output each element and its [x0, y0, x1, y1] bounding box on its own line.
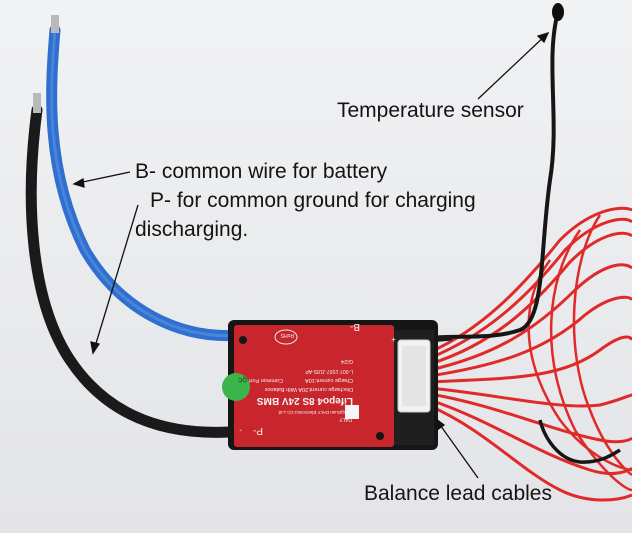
b-minus-label: B- common wire for battery	[135, 160, 388, 183]
rohs-logo	[274, 329, 298, 345]
balance-lead-label: Balance lead cables	[364, 482, 552, 505]
board-title: Lifepo4 8S 24V BMS	[257, 395, 353, 406]
board-print: B- P- DALY DongGuan DALY Electronics Co.…	[237, 321, 396, 436]
board-maker: DongGuan DALY Electronics Co.,Ltd	[278, 410, 352, 415]
board-b-minus: B-	[350, 321, 360, 332]
board-model: L-007-1S07-J18S-AP	[305, 368, 353, 374]
p-minus-black-wire	[25, 104, 236, 438]
b-minus-terminal	[51, 15, 59, 33]
arrow-balance	[437, 421, 479, 479]
board-qc: QC	[237, 376, 247, 382]
board-port: Common Port	[249, 377, 283, 383]
arrow-balance-head	[435, 417, 446, 432]
arrow-temperature-head	[536, 31, 550, 44]
arrow-b-minus	[77, 171, 131, 184]
temperature-sensor-label: Temperature sensor	[337, 99, 524, 122]
board-rohs: RoHS	[280, 332, 294, 338]
arrow-temperature	[477, 32, 549, 100]
sensor-return-wire	[538, 419, 621, 464]
board-code: GI24	[341, 358, 353, 364]
p-minus-label-line2: discharging.	[135, 218, 249, 241]
brand-logo	[345, 405, 359, 419]
board-p-minus: P-	[253, 425, 263, 436]
arrow-p-minus	[93, 204, 139, 351]
arrow-b-minus-head	[72, 177, 85, 188]
annotation-arrows	[72, 31, 550, 479]
board-minus: -	[239, 426, 242, 435]
board-discharge: Discharge current:20A With Balance	[265, 386, 353, 392]
board-brand: DALY	[339, 416, 352, 422]
p-minus-label-line1: P- for common ground for charging	[150, 189, 476, 212]
qc-sticker	[222, 373, 250, 401]
board-charge: Charge current:10A	[305, 377, 353, 383]
p-minus-terminal	[33, 93, 41, 113]
bms-board	[222, 320, 438, 450]
board-plus: +	[391, 335, 396, 344]
arrow-p-minus-head	[90, 341, 101, 355]
temperature-sensor-wire	[429, 11, 560, 340]
balance-lead-wires	[429, 206, 632, 502]
temperature-probe	[552, 3, 564, 21]
